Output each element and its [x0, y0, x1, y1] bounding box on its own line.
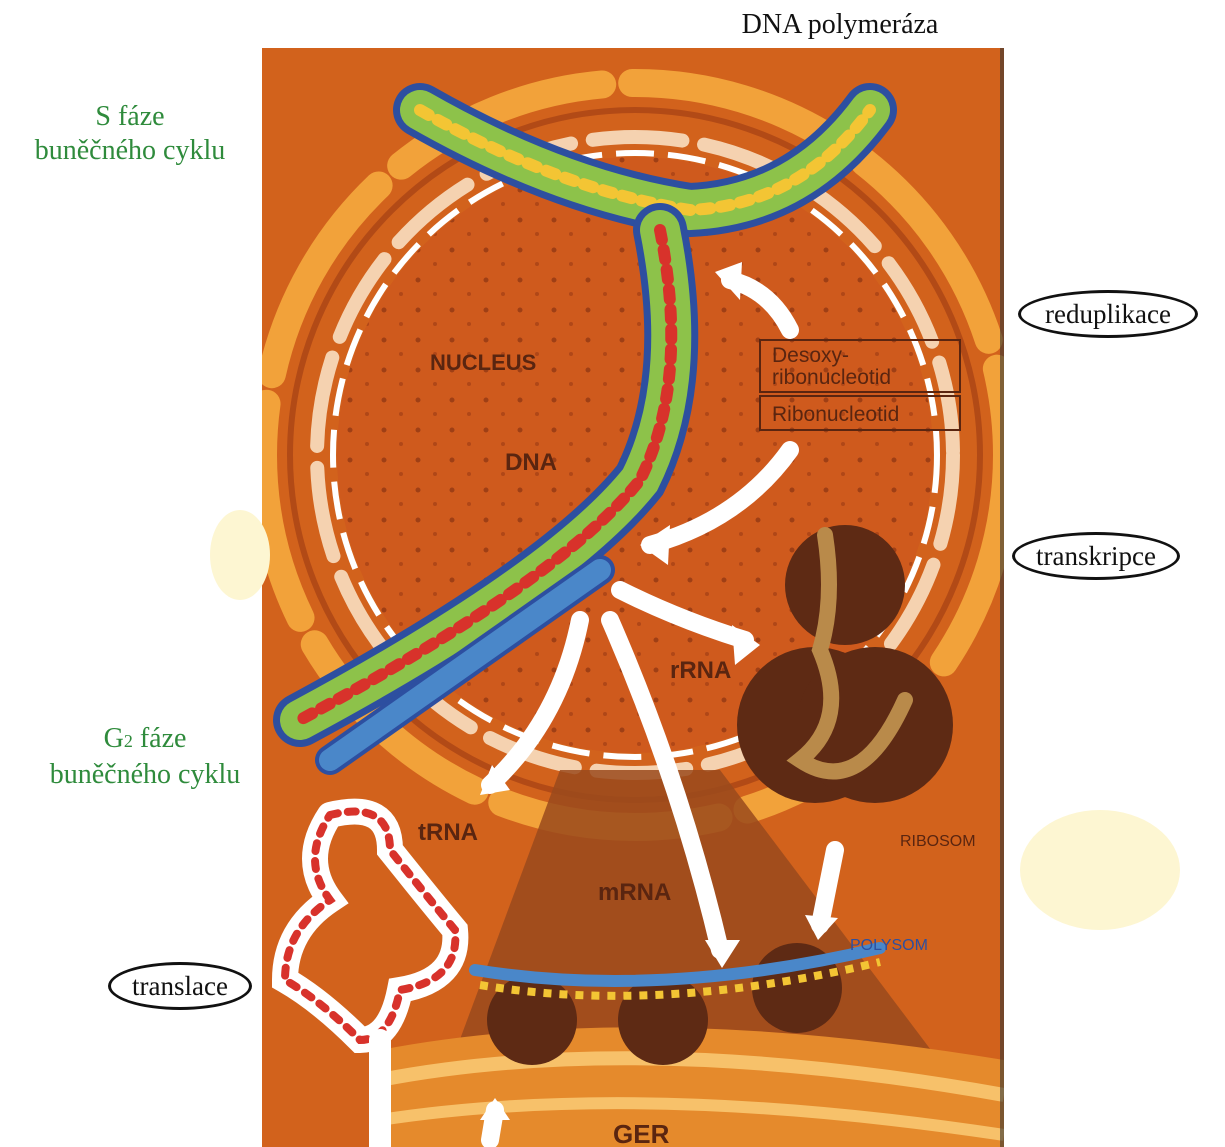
ribosome-label: RIBOSOM: [900, 833, 976, 850]
g2-g: G: [104, 723, 124, 754]
dna-label: DNA: [505, 449, 557, 476]
g2-phase-label-line1: G2 fáze: [25, 722, 265, 758]
g2-subscript: 2: [124, 731, 133, 751]
s-phase-label-line2: buněčného cyklu: [10, 134, 250, 168]
g2-phase-label-line2: buněčného cyklu: [25, 758, 265, 792]
translation-bubble: translace: [108, 962, 252, 1010]
polysome-label: POLYSOM: [850, 937, 928, 954]
s-phase-label: S fáze buněčného cyklu: [10, 100, 250, 168]
ger-label: GER: [613, 1119, 670, 1147]
ribonucleotide-label: Ribonucleotid: [772, 403, 899, 426]
trna-label: tRNA: [418, 819, 478, 846]
mrna-label: mRNA: [598, 879, 671, 906]
deoxyribonucleotide-label-2: ribonucleotid: [772, 366, 891, 389]
cell-panel: NUCLEUS DNA Desoxy- ribonucleotid Ribonu…: [262, 48, 1007, 1147]
g2-phase-label: G2 fáze buněčného cyklu: [25, 722, 265, 792]
rrna-label: rRNA: [670, 657, 731, 684]
replication-bubble: reduplikace: [1018, 290, 1198, 338]
transcription-bubble: transkripce: [1012, 532, 1180, 580]
deoxyribonucleotide-label-1: Desoxy-: [772, 344, 849, 367]
g2-rest: fáze: [133, 723, 187, 754]
nucleus-label: NUCLEUS: [430, 350, 536, 375]
s-phase-label-line1: S fáze: [10, 100, 250, 134]
dna-polymerase-label: DNA polymeráza: [700, 8, 980, 42]
